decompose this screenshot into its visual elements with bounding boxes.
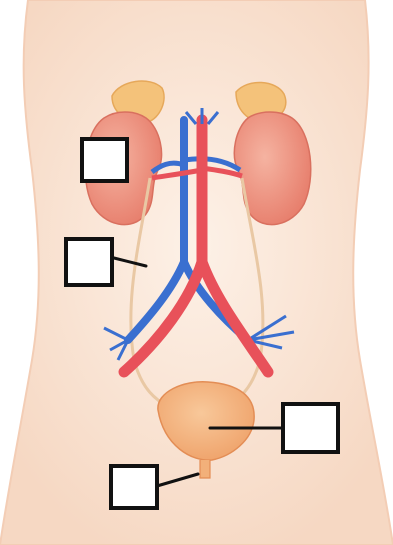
label-box-urethra[interactable] (111, 466, 157, 508)
label-box-ureter[interactable] (66, 239, 112, 285)
label-box-kidney[interactable] (82, 139, 127, 181)
urethra (200, 460, 210, 478)
label-box-bladder[interactable] (283, 404, 338, 452)
